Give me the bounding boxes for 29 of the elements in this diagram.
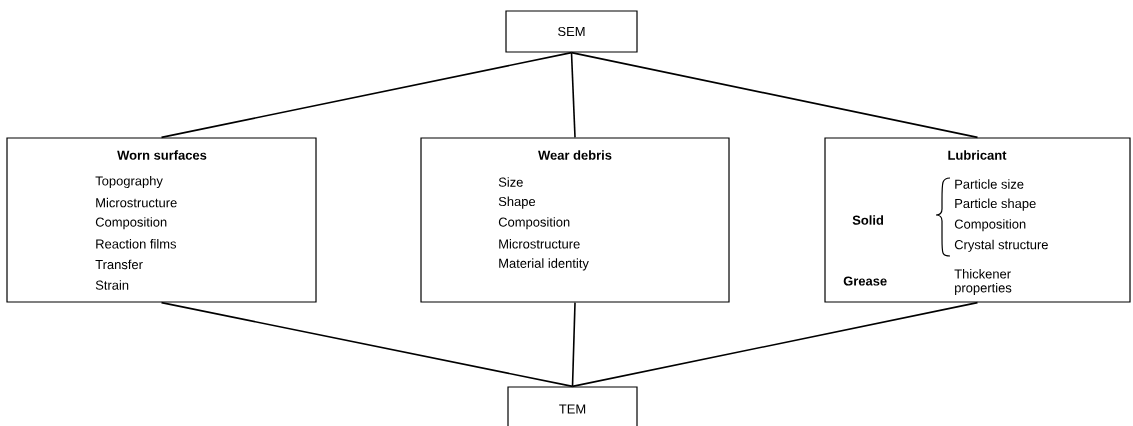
label-box: TEM bbox=[507, 386, 638, 426]
item-text: Microstructure bbox=[499, 239, 580, 249]
item-text: Reaction films bbox=[96, 239, 177, 249]
connector-line bbox=[571, 301, 576, 388]
heading: Lubricant bbox=[948, 150, 1007, 160]
label-box: SEM bbox=[505, 10, 638, 53]
item-text: Composition bbox=[954, 219, 1026, 232]
connector-line bbox=[570, 51, 576, 139]
category-label: Grease bbox=[843, 276, 887, 286]
heading: Worn surfaces bbox=[117, 150, 207, 160]
item-text: Topography bbox=[95, 175, 163, 189]
connector-line bbox=[570, 51, 979, 139]
item-text: Shape bbox=[498, 196, 536, 209]
category-label: Solid bbox=[852, 215, 883, 225]
connector-line bbox=[571, 301, 979, 388]
item-text: Size bbox=[498, 177, 523, 187]
item-text: Composition bbox=[95, 217, 167, 230]
connector-line bbox=[160, 51, 573, 139]
item-text: Crystal structure bbox=[954, 239, 1048, 252]
item-text: Transfer bbox=[95, 259, 143, 270]
heading: Wear debris bbox=[538, 150, 612, 160]
connector-line bbox=[160, 301, 574, 388]
item-text: Material identity bbox=[499, 258, 589, 271]
item-text: Composition bbox=[498, 217, 570, 230]
item-text: Particle size bbox=[955, 179, 1024, 189]
item-text: Microstructure bbox=[96, 197, 177, 208]
item-text: Strain bbox=[95, 280, 129, 290]
item-text: Particle shape bbox=[955, 198, 1036, 211]
item-text: Thickener properties bbox=[954, 269, 1012, 295]
